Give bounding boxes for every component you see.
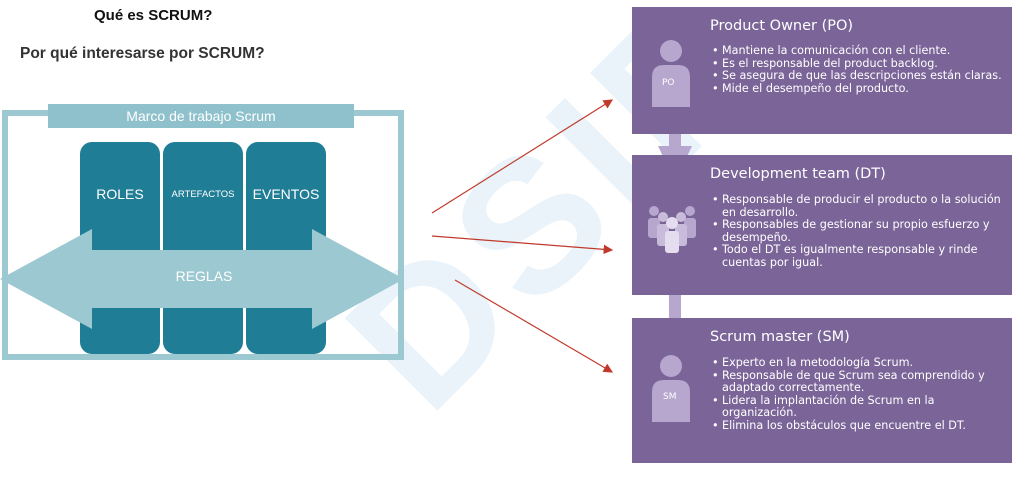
list-item: Responsables de gestionar su propio esfu… [712, 218, 1002, 244]
role-box-po: Product Owner (PO) PO Mantiene la comuni… [632, 7, 1012, 134]
team-icon [648, 206, 696, 253]
page-title: Qué es SCRUM? [94, 7, 213, 24]
column-roles-label: ROLES [96, 186, 144, 202]
list-item: Responsable de que Scrum sea comprendido… [712, 369, 1002, 395]
badge-sm: SM [663, 392, 677, 402]
role-title-sm: Scrum master (SM) [710, 329, 850, 345]
column-artefactos: ARTEFACTOS [163, 142, 243, 354]
arrow-to-sm [454, 279, 614, 373]
list-item: Mantiene la comunicación con el cliente. [712, 44, 1002, 58]
reglas-label: REGLAS [175, 268, 233, 284]
list-item: Mide el desempeño del producto. [712, 82, 1002, 96]
list-item: Es el responsable del product backlog. [712, 57, 1002, 71]
role-box-sm: Scrum master (SM) SM Experto en la metod… [632, 318, 1012, 463]
person-icon [652, 40, 690, 107]
list-item: Elimina los obstáculos que encuentre el … [712, 419, 1002, 433]
role-list-po: Mantiene la comunicación con el cliente.… [712, 44, 1002, 96]
list-item: Experto en la metodología Scrum. [712, 356, 1002, 370]
person-icon [652, 355, 690, 422]
arrow-to-po [431, 99, 614, 214]
column-eventos-label: EVENTOS [252, 186, 320, 202]
page-subtitle: Por qué interesarse por SCRUM? [20, 45, 265, 62]
column-artefactos-label: ARTEFACTOS [171, 189, 235, 200]
role-list-sm: Experto en la metodología Scrum. Respons… [712, 356, 1002, 433]
arrow-to-dt [431, 235, 614, 255]
framework-title: Marco de trabajo Scrum [48, 104, 354, 128]
list-item: Responsable de producir el producto o la… [712, 193, 1002, 219]
role-title-dt: Development team (DT) [710, 166, 886, 182]
role-box-dt: Development team (DT) Responsable de pro… [632, 155, 1012, 295]
list-item: Se asegura de que las descripciones está… [712, 70, 1002, 83]
reglas-arrow [0, 229, 404, 329]
reglas-arrow-shape [0, 229, 404, 329]
role-title-po: Product Owner (PO) [710, 18, 854, 34]
list-item: Lidera la implantación de Scrum en la or… [712, 394, 1002, 420]
list-item: Todo el DT es igualmente responsable y r… [712, 244, 1002, 269]
column-roles: ROLES [80, 142, 160, 354]
badge-po: PO [662, 78, 675, 88]
role-list-dt: Responsable de producir el producto o la… [712, 193, 1002, 270]
connector-down-arrow [658, 114, 692, 182]
